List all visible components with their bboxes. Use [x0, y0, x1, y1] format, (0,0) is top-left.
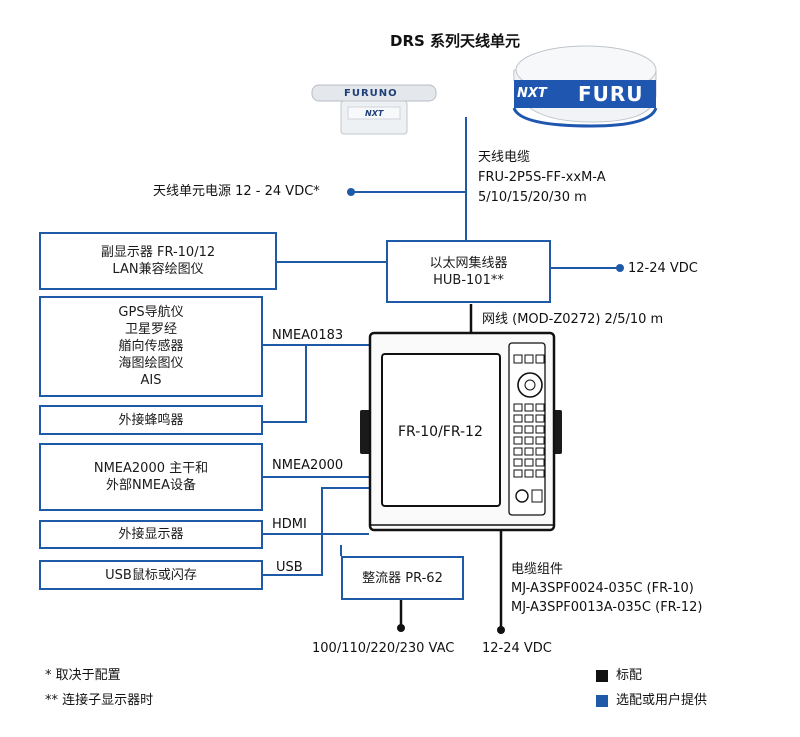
- dc-power-dot: [497, 626, 505, 634]
- display-model-label: FR-10/FR-12: [398, 424, 483, 440]
- ac-power-label: 100/110/220/230 VAC: [312, 641, 455, 656]
- furuno-open-array-logo: FURUNO: [344, 88, 398, 99]
- hub-line-2: HUB-101**: [433, 272, 504, 288]
- device-ais: AIS: [140, 373, 162, 388]
- nxt-mark-dome: NXT: [517, 86, 547, 101]
- sub-display-line-1: 副显示器 FR-10/12: [100, 245, 216, 260]
- nmea0183-devices-box: GPS导航仪 卫星罗经 艏向传感器 海图绘图仪 AIS: [39, 296, 263, 397]
- lan-cable-label: 网线 (MOD-Z0272) 2/5/10 m: [482, 312, 664, 327]
- sub-display-line-2: LAN兼容绘图仪: [112, 262, 204, 277]
- device-gps: GPS导航仪: [118, 305, 184, 320]
- antenna-cable-label-1: 天线电缆: [478, 150, 531, 165]
- legend-optional-label: 选配或用户提供: [616, 693, 708, 708]
- external-display-box: 外接显示器: [39, 520, 263, 549]
- note-1: * 取决于配置: [45, 668, 121, 683]
- sub-display-box: 副显示器 FR-10/12 LAN兼容绘图仪: [39, 232, 277, 290]
- note-2: ** 连接子显示器时: [45, 693, 154, 708]
- device-chart-plotter: 海图绘图仪: [118, 356, 184, 371]
- hdmi-label: HDMI: [272, 517, 307, 532]
- rectifier-label: 整流器 PR-62: [362, 570, 443, 586]
- dc-power-label: 12-24 VDC: [482, 641, 552, 656]
- open-array-antenna: [311, 84, 437, 135]
- device-satellite-compass: 卫星罗经: [124, 322, 177, 337]
- rectifier-box: 整流器 PR-62: [341, 556, 464, 600]
- nmea2000-devices-box: NMEA2000 主干和 外部NMEA设备: [39, 443, 263, 511]
- usb-device-box: USB鼠标或闪存: [39, 560, 263, 590]
- nmea2000-line-2: 外部NMEA设备: [105, 478, 197, 493]
- nxt-mark-small: NXT: [365, 109, 384, 118]
- legend-optional-swatch: [596, 695, 608, 707]
- antenna-power-dot: [347, 188, 355, 196]
- hub-power-label: 12-24 VDC: [628, 261, 698, 276]
- device-heading-sensor: 艏向传感器: [118, 339, 184, 354]
- usb-label: USB: [276, 560, 303, 575]
- external-display-label: 外接显示器: [118, 527, 184, 542]
- usb-line: [263, 487, 369, 576]
- antenna-cable-label-3: 5/10/15/20/30 m: [478, 190, 587, 205]
- hub-line-1: 以太网集线器: [429, 255, 508, 271]
- antenna-power-label: 天线单元电源 12 - 24 VDC*: [153, 184, 320, 199]
- ethernet-hub-box: 以太网集线器 HUB-101**: [386, 240, 551, 303]
- display-unit: [360, 331, 562, 532]
- usb-device-label: USB鼠标或闪存: [105, 567, 197, 583]
- cable-kit-title: 电缆组件: [511, 562, 564, 577]
- antenna-cable-label-2: FRU-2P5S-FF-xxM-A: [478, 170, 606, 185]
- buzzer-line: [263, 345, 307, 423]
- legend-standard-swatch: [596, 670, 608, 682]
- nmea0183-label: NMEA0183: [272, 328, 344, 343]
- nmea2000-line-1: NMEA2000 主干和: [93, 461, 209, 476]
- furuno-dome-logo: FURU: [578, 82, 644, 106]
- hub-power-dot: [616, 264, 624, 272]
- nmea2000-label: NMEA2000: [272, 458, 344, 473]
- cable-kit-fr12: MJ-A3SPF0013A-035C (FR-12): [511, 600, 703, 615]
- cable-kit-fr10: MJ-A3SPF0024-035C (FR-10): [511, 581, 694, 596]
- ac-power-dot: [397, 624, 405, 632]
- buzzer-box: 外接蜂鸣器: [39, 405, 263, 435]
- radome-antenna: [512, 45, 658, 128]
- legend-standard-label: 标配: [616, 668, 643, 683]
- buzzer-label: 外接蜂鸣器: [118, 412, 184, 428]
- diagram-title: DRS 系列天线单元: [390, 32, 521, 50]
